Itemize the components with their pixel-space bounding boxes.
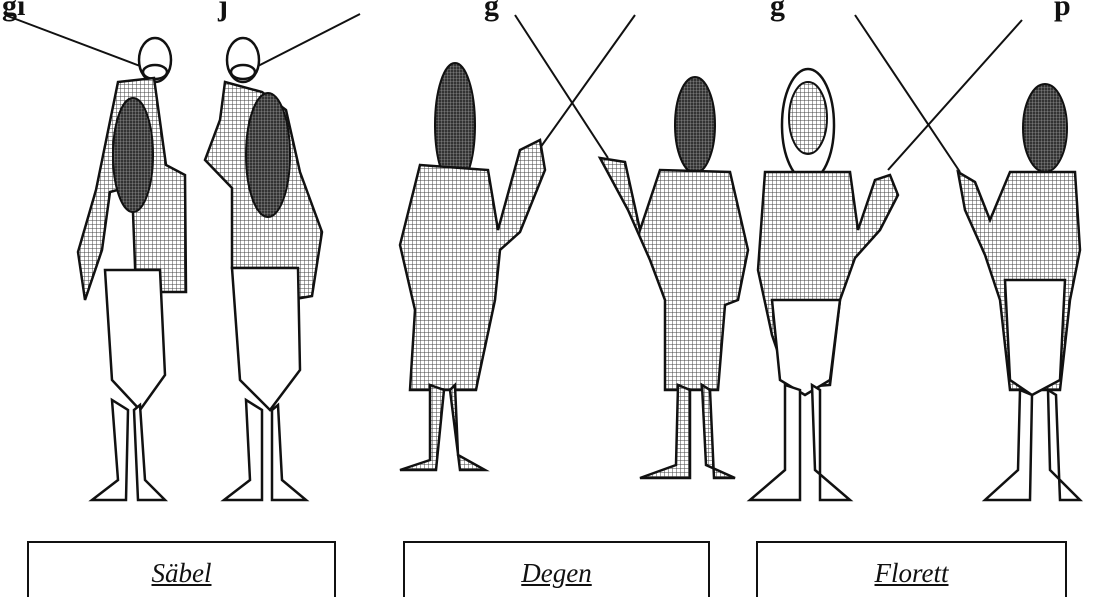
weapon-label-florett: Florett — [875, 558, 949, 589]
epee-blade-right — [515, 15, 608, 158]
sabre-blade-left — [5, 15, 140, 66]
label-box-florett: Florett — [756, 541, 1067, 597]
weapon-label-degen: Degen — [521, 558, 591, 589]
fencer-sabre-1 — [78, 78, 186, 500]
epee-blades — [515, 15, 635, 158]
fencer-sabre-2 — [205, 82, 322, 500]
fencer-epee-1 — [400, 63, 545, 470]
label-box-degen: Degen — [403, 541, 710, 597]
fencer-foil-2 — [958, 84, 1080, 500]
weapon-label-saebel: Säbel — [152, 558, 212, 589]
label-box-saebel: Säbel — [27, 541, 336, 597]
sabre-guards — [139, 38, 259, 82]
fencer-epee-2 — [600, 77, 748, 478]
foil-blades — [855, 15, 1022, 172]
sabre-blades — [5, 14, 360, 66]
fencer-foil-1 — [750, 69, 898, 500]
sabre-blade-right — [258, 14, 360, 66]
